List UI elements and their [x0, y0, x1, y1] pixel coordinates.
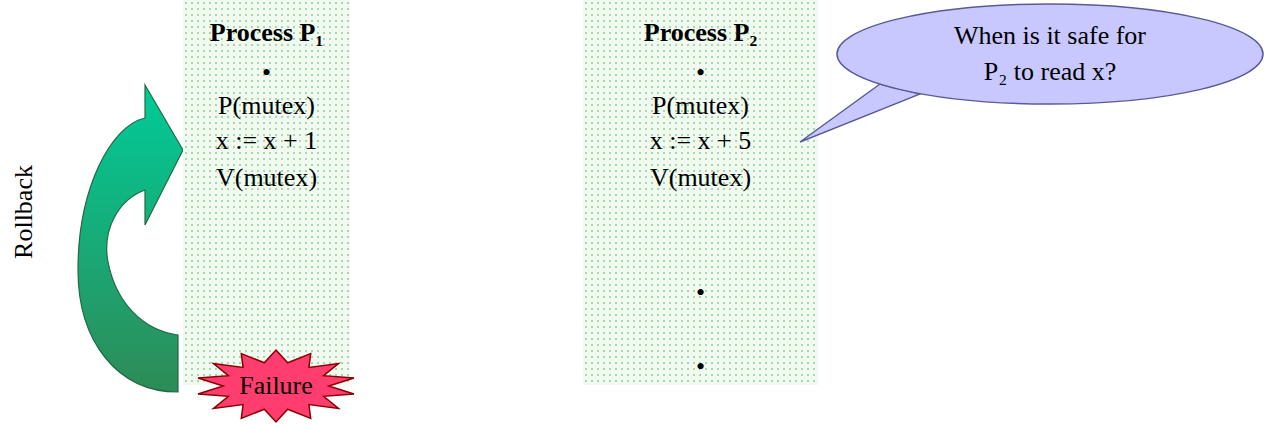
- rollback-arrow-shape: [78, 85, 183, 392]
- statement: x := x + 1: [183, 126, 350, 156]
- process-heading: Process P₁: [183, 18, 350, 48]
- statement: P(mutex): [183, 91, 350, 121]
- statement: x := x + 5: [583, 126, 818, 156]
- statement: V(mutex): [183, 163, 350, 193]
- failure-burst: Failure: [195, 349, 357, 423]
- callout-bubble: [837, 4, 1263, 104]
- ellipsis-dot: •: [583, 58, 818, 88]
- statement: P(mutex): [583, 91, 818, 121]
- question-callout: When is it safe for P₂ to read x?: [835, 2, 1265, 106]
- callout-tail: [800, 84, 920, 142]
- burst-shape: [198, 350, 354, 422]
- ellipsis-dot: •: [183, 58, 350, 88]
- callout-join: [808, 87, 914, 138]
- rotated-label: Rollback: [9, 165, 39, 259]
- ellipsis-dot: •: [583, 352, 818, 382]
- failure-label: Failure: [239, 371, 313, 401]
- process-box: Process P₂•P(mutex)x := x + 5V(mutex)••: [583, 0, 818, 385]
- callout-outline: [835, 2, 1265, 106]
- callout-text: When is it safe for P₂ to read x?: [952, 18, 1148, 90]
- process-box: Process P₁ •P(mutex) x := x + 1 V(mutex): [183, 0, 350, 385]
- process-heading: Process P₂: [583, 18, 818, 48]
- ellipsis-dot: •: [583, 278, 818, 308]
- statement: V(mutex): [583, 163, 818, 193]
